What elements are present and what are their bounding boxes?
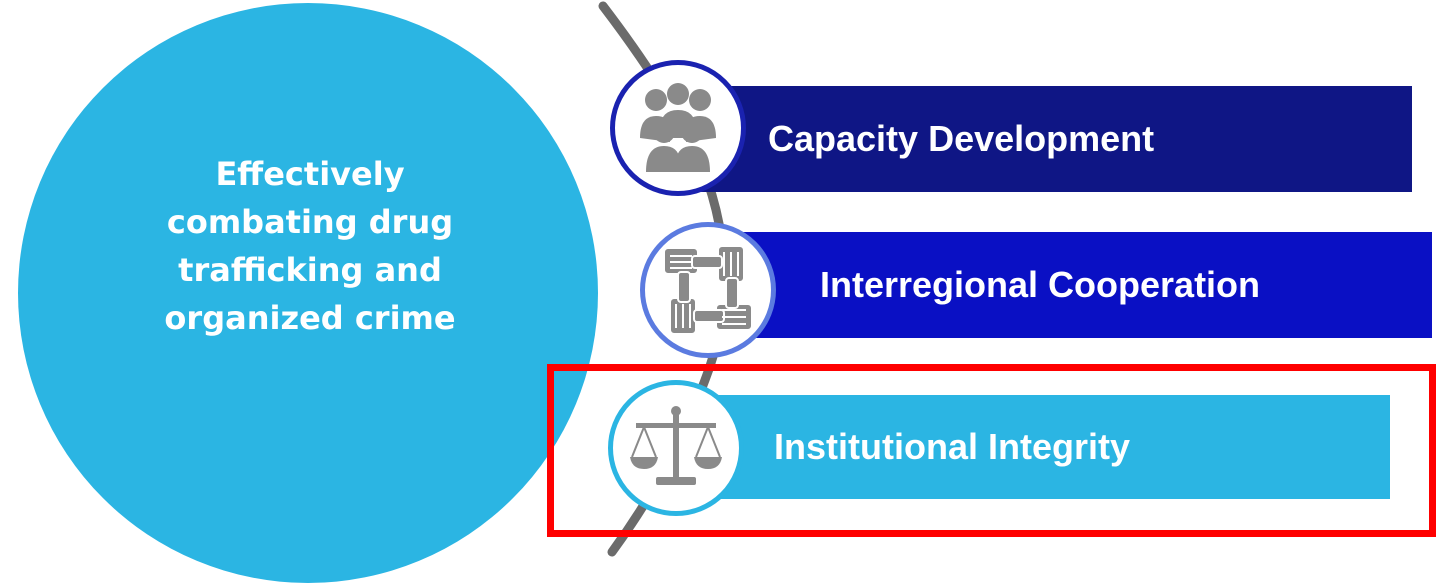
- scales-of-justice-icon: [608, 380, 744, 516]
- bar-label: Institutional Integrity: [774, 426, 1130, 467]
- people-group-icon: [610, 60, 746, 196]
- bar-label: Interregional Cooperation: [820, 264, 1261, 305]
- institutional-integrity-bar: Institutional Integrity: [694, 395, 1390, 499]
- main-goal-circle: [18, 3, 598, 583]
- bar-label: Capacity Development: [768, 118, 1155, 159]
- diagram-canvas: Effectively combating drug trafficking a…: [18, 1, 1436, 583]
- hands-linked-icon: [640, 222, 776, 358]
- capacity-development-bar: Capacity Development: [694, 86, 1412, 192]
- main-goal-text: Effectively combating drug trafficking a…: [164, 155, 456, 337]
- interregional-cooperation-bar: Interregional Cooperation: [740, 232, 1432, 338]
- highlight-box: [547, 364, 1436, 537]
